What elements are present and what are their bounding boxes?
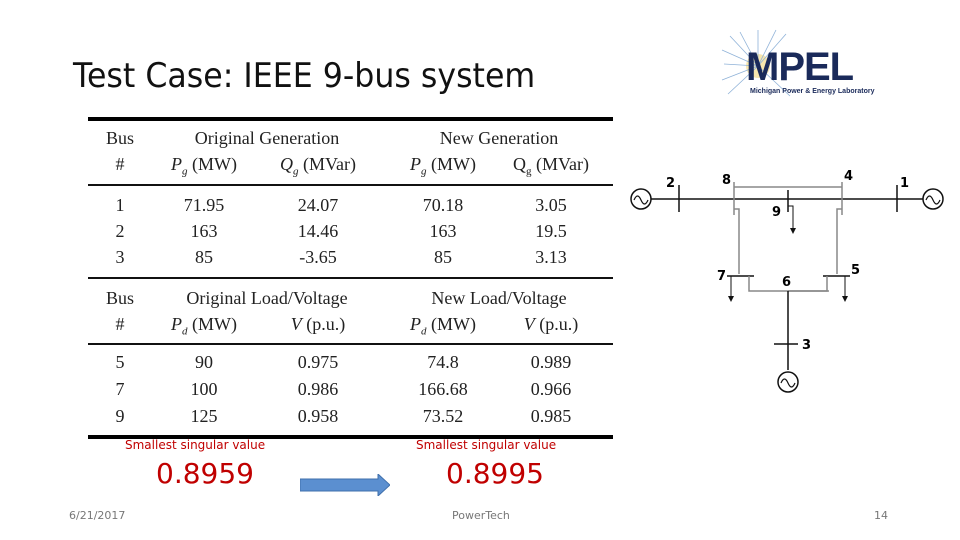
cell-bus: 3: [115, 247, 125, 267]
cell-new-pg: 70.18: [422, 195, 464, 215]
header-new-qg: Qg (MVar): [513, 154, 589, 178]
new-ssv-label: Smallest singular value: [416, 438, 557, 452]
header-bus-number: #: [115, 154, 125, 174]
cell-new-pd: 73.52: [422, 406, 464, 426]
cell-orig-pg: 163: [190, 221, 218, 241]
header-new-v: V (p.u.): [523, 314, 579, 334]
footer-center: PowerTech: [452, 509, 510, 522]
cell-orig-pg: 85: [195, 247, 213, 267]
table-row: 7 100 0.986 166.68 0.966: [88, 379, 613, 405]
table-row: 3 85 -3.65 85 3.13: [88, 247, 613, 273]
table-bottom-rule: [88, 435, 613, 439]
header-new-pd: Pd (MW): [410, 314, 476, 338]
cell-orig-v: 0.986: [297, 379, 339, 399]
header-orig-pg: Pg (MW): [171, 154, 237, 178]
bus-label-7: 7: [717, 269, 726, 284]
right-arrow-icon: [300, 474, 390, 496]
cell-orig-v: 0.958: [297, 406, 339, 426]
footer-date: 6/21/2017: [69, 509, 126, 522]
slide-title: Test Case: IEEE 9-bus system: [73, 56, 536, 96]
bus-label-5: 5: [851, 263, 860, 278]
header-new-generation: New Generation: [439, 128, 559, 148]
header-original-load-voltage: Original Load/Voltage: [186, 288, 348, 308]
header-original-generation: Original Generation: [194, 128, 340, 148]
table-top-rule: [88, 117, 613, 121]
new-ssv-value: 0.8995: [446, 457, 544, 490]
bus-label-3: 3: [802, 338, 811, 353]
cell-orig-pd: 100: [190, 379, 218, 399]
bus-label-6: 6: [782, 275, 791, 290]
cell-bus: 5: [115, 352, 125, 372]
bus-label-9: 9: [772, 205, 781, 220]
cell-orig-qg: 24.07: [297, 195, 339, 215]
bus-label-4: 4: [844, 169, 853, 184]
svg-text:MPEL: MPEL: [746, 45, 854, 89]
header-bus: Bus: [105, 128, 134, 148]
generator-icon: [777, 371, 799, 393]
cell-orig-qg: 14.46: [297, 221, 339, 241]
header-orig-pd: Pd (MW): [171, 314, 237, 338]
cell-new-v: 0.985: [530, 406, 572, 426]
header-new-pg: Pg (MW): [410, 154, 476, 178]
table-row: 9 125 0.958 73.52 0.985: [88, 406, 613, 432]
header-bus: Bus: [105, 288, 134, 308]
bus-label-8: 8: [722, 173, 731, 188]
gen-header-row-1: Bus Original Generation New Generation: [88, 128, 613, 154]
cell-new-pg: 163: [429, 221, 457, 241]
cell-new-pg: 85: [434, 247, 452, 267]
original-ssv-label: Smallest singular value: [125, 438, 266, 452]
cell-orig-pd: 90: [195, 352, 213, 372]
header-bus-number: #: [115, 314, 125, 334]
cell-new-v: 0.989: [530, 352, 572, 372]
table-row: 2 163 14.46 163 19.5: [88, 221, 613, 247]
table-row: 1 71.95 24.07 70.18 3.05: [88, 195, 613, 221]
cell-bus: 7: [115, 379, 125, 399]
cell-new-pd: 166.68: [418, 379, 468, 399]
load-header-rule: [88, 343, 613, 345]
header-orig-v: V (p.u.): [290, 314, 346, 334]
bus-label-2: 2: [666, 176, 675, 191]
cell-new-qg: 3.13: [535, 247, 567, 267]
gen-bottom-rule: [88, 277, 613, 279]
gen-header-row-2: # Pg (MW) Qg (MVar) Pg (MW) Qg (MVar): [88, 154, 613, 180]
cell-new-v: 0.966: [530, 379, 572, 399]
mpel-logo: MPEL: [721, 29, 855, 97]
cell-bus: 2: [115, 221, 125, 241]
header-new-load-voltage: New Load/Voltage: [431, 288, 567, 308]
generator-icon: [630, 188, 652, 210]
cell-orig-v: 0.975: [297, 352, 339, 372]
cell-new-pd: 74.8: [427, 352, 459, 372]
header-orig-qg: Qg (MVar): [280, 154, 356, 178]
ieee-9-bus-diagram: 2 8 9 4 1 7 6 5 3: [630, 169, 944, 393]
logo-subtitle: Michigan Power & Energy Laboratory: [750, 88, 875, 95]
starburst-icon: [721, 29, 791, 97]
load-header-row-2: # Pd (MW) V (p.u.) Pd (MW) V (p.u.): [88, 314, 613, 340]
cell-new-qg: 19.5: [535, 221, 567, 241]
cell-orig-pg: 71.95: [183, 195, 225, 215]
load-header-row-1: Bus Original Load/Voltage New Load/Volta…: [88, 288, 613, 314]
generator-icon: [922, 188, 944, 210]
cell-new-qg: 3.05: [535, 195, 567, 215]
gen-header-rule: [88, 184, 613, 186]
bus-label-1: 1: [900, 176, 909, 191]
cell-orig-pd: 125: [190, 406, 218, 426]
page-number: 14: [874, 509, 888, 522]
cell-bus: 9: [115, 406, 125, 426]
cell-bus: 1: [115, 195, 125, 215]
cell-orig-qg: -3.65: [299, 247, 337, 267]
original-ssv-value: 0.8959: [156, 457, 254, 490]
table-row: 5 90 0.975 74.8 0.989: [88, 352, 613, 378]
